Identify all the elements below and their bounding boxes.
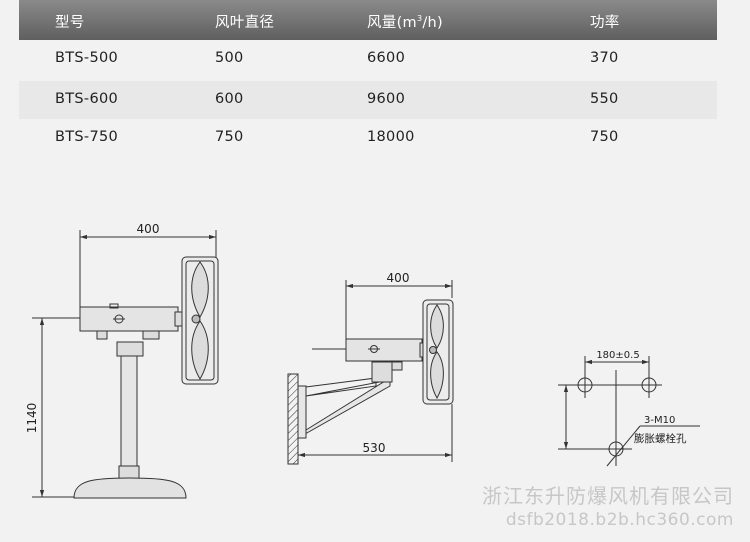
watermark: 浙江东升防爆风机有限公司 dsfb2018.b2b.hc360.com (482, 486, 734, 529)
stand-width-label: 400 (137, 222, 160, 236)
table-row: BTS-500 500 6600 370 (19, 40, 717, 78)
cell-model: BTS-600 (55, 91, 119, 107)
cell-diameter: 500 (215, 50, 244, 66)
cell-diameter: 750 (215, 129, 244, 145)
cell-model: BTS-500 (55, 50, 119, 66)
cell-airflow: 6600 (367, 50, 406, 66)
hole-spec-label: 3-M10 (644, 415, 675, 426)
cell-airflow: 9600 (367, 91, 406, 107)
cell-model: BTS-750 (55, 129, 119, 145)
wall-width-label: 400 (387, 271, 410, 285)
cell-airflow: 18000 (367, 129, 415, 145)
wall-fan-drawing (287, 280, 454, 465)
cell-power: 370 (590, 50, 619, 66)
hole-spacing-label: 180±0.5 (596, 350, 639, 361)
header-power: 功率 (590, 15, 620, 31)
watermark-site: dsfb2018.b2b.hc360.com (505, 510, 734, 530)
watermark-company: 浙江东升防爆风机有限公司 (482, 484, 734, 508)
stand-height-label: 1140 (25, 403, 39, 434)
header-airflow: 风量(m3/h) (367, 14, 444, 31)
header-model: 型号 (55, 15, 85, 31)
table-row: BTS-600 600 9600 550 (19, 81, 717, 119)
table-header: 型号 风叶直径 风量(m3/h) 功率 (19, 0, 717, 40)
cell-power: 750 (590, 129, 619, 145)
stand-fan-drawing (32, 230, 219, 499)
table-row: BTS-750 750 18000 750 (19, 119, 717, 158)
hole-pattern-drawing (558, 356, 700, 467)
wall-arm-label: 530 (363, 441, 386, 455)
hole-name-label: 膨胀螺栓孔 (634, 432, 687, 445)
cell-power: 550 (590, 91, 619, 107)
header-blade-diameter: 风叶直径 (215, 15, 275, 31)
cell-diameter: 600 (215, 91, 244, 107)
